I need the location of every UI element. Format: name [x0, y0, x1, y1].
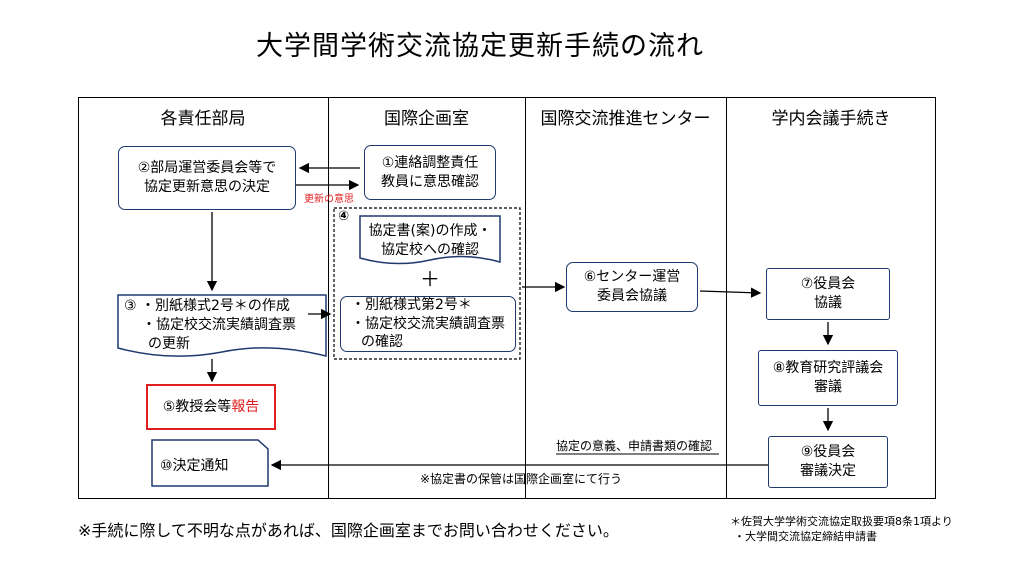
footer-contact-note: ※手続に際して不明な点があれば、国際企画室までお問い合わせください。: [78, 521, 619, 540]
step2-line1: ②部局運営委員会等で: [137, 160, 277, 177]
storage-note: ※協定書の保管は国際企画室にて行う: [420, 472, 623, 486]
flow-frame: [78, 97, 936, 499]
column-header-exchange-center: 国際交流推進センター: [540, 109, 711, 129]
step4a-text: 協定書(案)の作成・ 協定校への確認: [360, 222, 500, 260]
page-title: 大学間学術交流協定更新手続の流れ: [256, 31, 704, 62]
step4-dashed-group: [333, 207, 521, 360]
step1-box: ①連絡調整責任 教員に意思確認: [364, 145, 496, 200]
step5-text: ⑤教授会等: [162, 398, 232, 415]
column-header-international-office: 国際企画室: [384, 109, 469, 129]
step3-line1: ③ ・別紙様式2号＊の作成: [124, 298, 290, 314]
step2-box: ②部局運営委員会等で 協定更新意思の決定: [118, 146, 296, 210]
step2-line2: 協定更新意思の決定: [144, 179, 270, 195]
footer-reference-note-1: ＊佐賀大学学術交流協定取扱要項8条1項より: [730, 515, 953, 528]
step3-document-shape: [117, 294, 327, 357]
step7-line1: ⑦役員会: [800, 276, 856, 293]
step9-box: ⑨役員会 審議決定: [768, 436, 888, 488]
step8-box: ⑧教育研究評議会 審議: [758, 350, 898, 406]
step4a-line2: 協定校への確認: [381, 241, 479, 258]
step6-line1: ⑥センター運営: [583, 269, 681, 286]
step4b-box: ・別紙様式第2号＊ ・協定校交流実績調査票 の確認: [340, 296, 516, 352]
plus-sign: ＋: [420, 267, 440, 291]
step1-line2: 教員に意思確認: [381, 173, 479, 190]
step6-box: ⑥センター運営 委員会協議: [566, 262, 698, 312]
step3-text: ③ ・別紙様式2号＊の作成 ・協定校交流実績調査票 の更新: [124, 297, 324, 354]
step10-document-shape: [151, 439, 269, 487]
step4a-document-shape: [359, 215, 501, 265]
column-divider: [525, 97, 526, 499]
step4b-line1: ・別紙様式第2号＊: [351, 296, 472, 313]
step5-box: ⑤教授会等報告: [146, 384, 276, 430]
step4b-line2: ・協定校交流実績調査票: [351, 315, 505, 332]
step4b-line3: の確認: [361, 334, 403, 351]
step8-line1: ⑧教育研究評議会: [772, 360, 884, 377]
step7-line2: 協議: [814, 295, 842, 311]
step6-line2: 委員会協議: [597, 288, 667, 304]
step9-line1: ⑨役員会: [800, 444, 856, 461]
step1-line1: ①連絡調整責任: [381, 154, 479, 171]
arrow-6-to-7: [699, 287, 762, 298]
column-divider: [328, 97, 329, 499]
step3-line3: の更新: [148, 335, 190, 352]
step4-number: ④: [338, 209, 350, 224]
step3-line2: ・協定校交流実績調査票: [142, 316, 296, 333]
step8-line2: 審議: [814, 379, 842, 395]
step7-box: ⑦役員会 協議: [766, 268, 890, 320]
renewal-intent-label: 更新の意思: [304, 194, 354, 205]
step4a-line1: 協定書(案)の作成・: [368, 223, 492, 239]
footer-reference-note-2: ・大学間交流協定締結申請書: [734, 530, 877, 543]
column-divider: [726, 97, 727, 499]
step5-report-highlight: 報告: [231, 398, 260, 415]
step10-text: ⑩決定通知: [160, 458, 229, 474]
column-header-departments: 各責任部局: [160, 109, 246, 129]
column-header-university-meetings: 学内会議手続き: [771, 109, 891, 129]
step9-line2: 審議決定: [800, 463, 856, 479]
confirm-note: 協定の意義、申請書類の確認: [556, 439, 713, 453]
